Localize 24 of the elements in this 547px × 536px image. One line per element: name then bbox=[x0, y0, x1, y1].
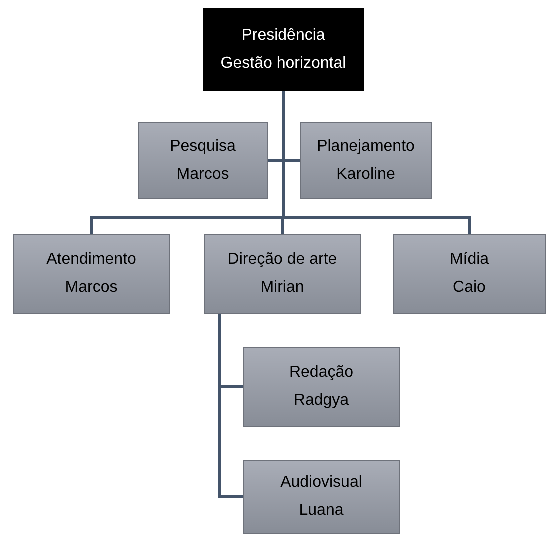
role-label: Presidência bbox=[242, 26, 326, 46]
header-box bbox=[203, 8, 364, 91]
org-box bbox=[204, 234, 361, 314]
org-box bbox=[393, 234, 546, 314]
name-label: Luana bbox=[299, 501, 344, 521]
name-label: Marcos bbox=[176, 164, 230, 184]
name-label: Karoline bbox=[336, 164, 396, 184]
role-label: Audiovisual bbox=[280, 473, 362, 493]
org-box bbox=[300, 122, 432, 199]
org-box bbox=[243, 347, 400, 427]
name-label: Radgya bbox=[294, 391, 350, 411]
role-label: Redação bbox=[289, 363, 354, 383]
role-label: Planejamento bbox=[317, 136, 415, 156]
org-box bbox=[13, 234, 170, 314]
role-label: Direção de arte bbox=[228, 250, 338, 270]
org-box bbox=[138, 122, 268, 199]
name-label: Marcos bbox=[65, 278, 118, 298]
name-label: Mirian bbox=[260, 278, 304, 298]
name-label: Gestão horizontal bbox=[220, 54, 346, 74]
org-box bbox=[243, 460, 400, 534]
role-label: Pesquisa bbox=[170, 136, 236, 156]
name-label: Caio bbox=[453, 278, 486, 298]
role-label: Atendimento bbox=[46, 250, 136, 270]
role-label: Mídia bbox=[450, 250, 490, 270]
